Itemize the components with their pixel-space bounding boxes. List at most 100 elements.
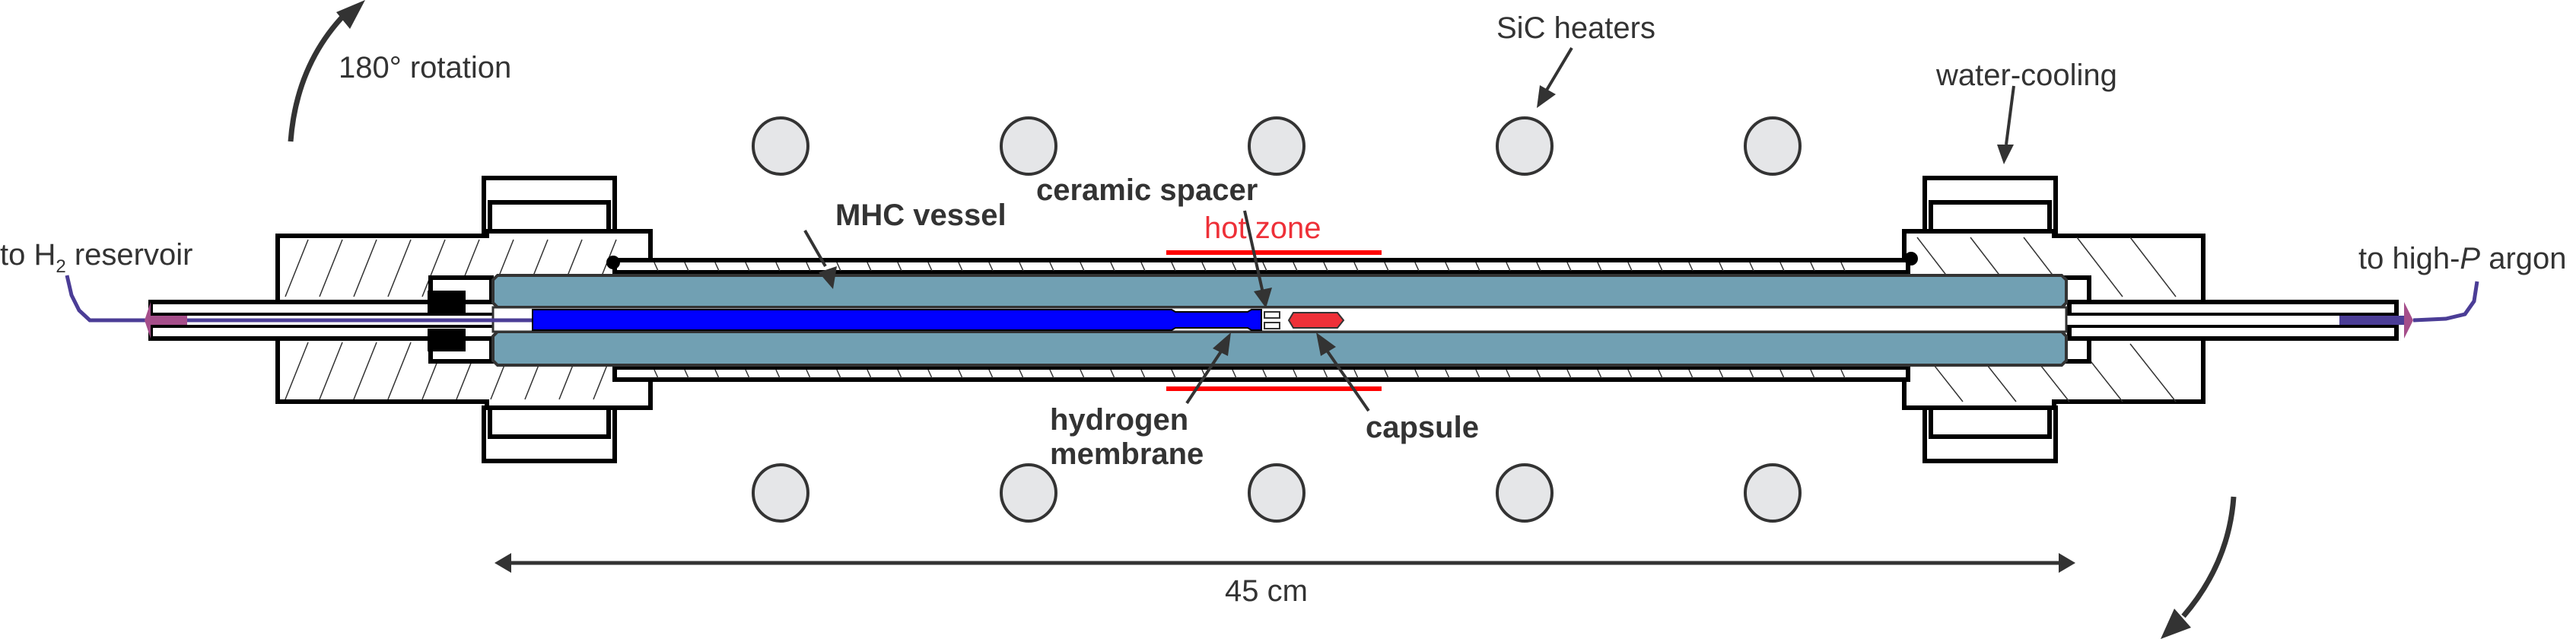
left-packing-bottom	[428, 329, 466, 351]
hatch-line	[988, 262, 994, 272]
hatch-line	[1293, 262, 1298, 272]
label-hydrogen-membrane-line1: hydrogen	[1050, 403, 1188, 437]
hatch-line	[285, 239, 309, 297]
hatch-line	[654, 369, 659, 379]
hatch-line	[1658, 369, 1663, 379]
hatch-line	[1232, 262, 1237, 272]
hatch-line	[1049, 369, 1054, 379]
right-fitting-cone	[2404, 302, 2413, 339]
hatch-line	[421, 239, 446, 297]
hatch-line	[836, 262, 841, 272]
hatch-line	[353, 239, 377, 297]
right-cooling-jacket-bottom-inner	[1929, 405, 2052, 439]
hatch-line	[1688, 369, 1693, 379]
label-water-cooling: water-cooling	[1935, 59, 2117, 92]
hatch-line	[1110, 262, 1115, 272]
hatch-line	[806, 369, 811, 379]
hatch-line	[897, 262, 902, 272]
hatch-line	[1475, 262, 1480, 272]
ceramic-spacer-piece	[1264, 322, 1280, 329]
label-argon-italic: P	[2460, 242, 2480, 275]
hatch-line	[1171, 262, 1176, 272]
hatch-line	[1658, 262, 1663, 272]
hatch-line	[1627, 369, 1633, 379]
left-cooling-jacket-top-inner	[488, 200, 611, 234]
sic-heaters-pointer	[1544, 46, 1573, 93]
hatch-line	[1140, 369, 1146, 379]
label-mhc-vessel: MHC vessel	[835, 199, 1007, 232]
hatch-line	[1019, 369, 1024, 379]
hatch-line	[2129, 237, 2177, 297]
heater-rod	[1496, 463, 1554, 523]
hatch-line	[1080, 369, 1085, 379]
hatch-line	[1749, 262, 1754, 272]
hatch-line	[1840, 369, 1846, 379]
heater-rod	[1744, 116, 1802, 176]
left-fitting-tip	[151, 316, 187, 325]
hatch-line	[1323, 262, 1328, 272]
hatch-line	[745, 262, 750, 272]
label-h2-reservoir-subscript: 2	[56, 256, 65, 277]
capsule-arrowhead-icon	[1316, 332, 1336, 356]
hatch-line	[1719, 262, 1724, 272]
hatch-line	[1353, 262, 1359, 272]
water-cooling-arrowhead-icon	[1997, 145, 2014, 164]
capsule-pointer	[1326, 350, 1370, 412]
hydrogen-membrane-pointer	[1185, 350, 1223, 405]
hydrogen-membrane-arrowhead-icon	[1213, 332, 1231, 356]
hatch-line	[1262, 369, 1267, 379]
vessel-wall-top	[491, 274, 2068, 309]
hatch-line	[1688, 262, 1693, 272]
heaters-top	[752, 116, 1802, 176]
hatch-line	[1719, 369, 1724, 379]
rotation-arrow-top-icon	[288, 7, 352, 142]
right-cooling-jacket-top-inner	[1929, 200, 2052, 234]
hatch-line	[1414, 262, 1420, 272]
hot-zone-line-top	[1166, 250, 1382, 255]
hatch-line	[1566, 262, 1572, 272]
hatch-line	[1110, 369, 1115, 379]
hatch-line	[714, 262, 720, 272]
hatch-line	[1445, 262, 1450, 272]
ceramic-spacer	[1264, 311, 1280, 329]
left-packing-top	[428, 291, 466, 313]
hatch-line	[2076, 237, 2123, 297]
heater-rod	[752, 116, 809, 176]
hatch-line	[714, 369, 720, 379]
hatch-line	[1323, 369, 1328, 379]
hatch-line	[1262, 262, 1267, 272]
scale-bar-left-arrowhead-icon	[495, 553, 511, 573]
hatch-line	[958, 262, 963, 272]
mhc-vessel-pointer	[803, 230, 827, 267]
hatch-line	[1536, 369, 1541, 379]
hatch-line	[1475, 369, 1480, 379]
argon-gas-line	[2412, 281, 2479, 323]
hatch-line	[1019, 262, 1024, 272]
hatch-line	[867, 369, 872, 379]
hatch-line	[1810, 262, 1815, 272]
hatch-line	[353, 342, 377, 400]
label-argon-suffix: argon	[2480, 242, 2566, 275]
label-hot-zone: hot zone	[1204, 211, 1321, 245]
heater-rod	[1000, 463, 1057, 523]
rotation-arrowhead-bottom-icon	[2161, 609, 2191, 639]
hatch-line	[836, 369, 841, 379]
hatch-line	[1293, 369, 1298, 379]
sleeve-hatching	[654, 262, 1846, 379]
hatch-line	[1384, 369, 1389, 379]
ceramic-spacer-pointer	[1243, 210, 1264, 294]
label-capsule: capsule	[1366, 411, 1479, 444]
heater-rod	[1496, 116, 1554, 176]
left-cooling-jacket-bottom-inner	[488, 405, 611, 439]
capsule	[1287, 312, 1345, 329]
hatch-line	[387, 239, 412, 297]
hatch-line	[1232, 369, 1237, 379]
hatch-line	[1049, 262, 1054, 272]
hatch-line	[1080, 262, 1085, 272]
heater-rod	[1744, 463, 1802, 523]
hatch-line	[1627, 262, 1633, 272]
heater-rod	[752, 463, 809, 523]
hatch-line	[1445, 369, 1450, 379]
h2-gas-line	[65, 275, 533, 323]
